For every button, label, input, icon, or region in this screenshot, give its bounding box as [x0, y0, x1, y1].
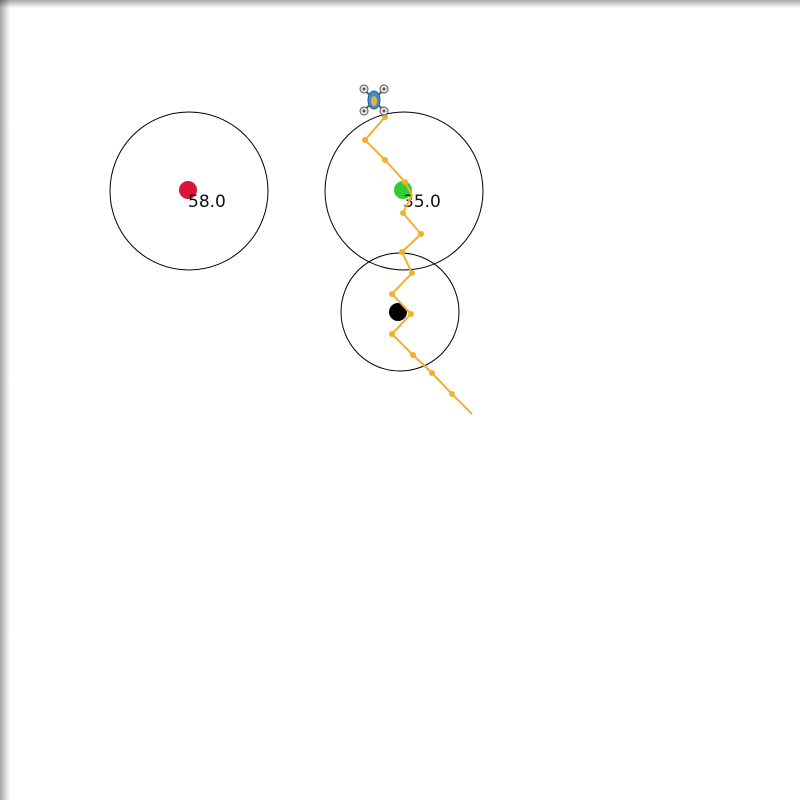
zone-green: 35.0	[324, 111, 484, 271]
zone-red-value-label: 58.0	[188, 192, 226, 212]
zone-black	[340, 252, 460, 372]
waypoint	[382, 157, 388, 163]
waypoint	[400, 210, 406, 216]
flight-path-waypoints	[362, 114, 455, 397]
zone-black-center-dot	[389, 303, 407, 321]
zone-green-boundary	[324, 111, 484, 271]
waypoint	[449, 391, 455, 397]
zone-green-value-label: 35.0	[403, 192, 441, 212]
waypoint	[409, 270, 415, 276]
flight-path-line	[363, 116, 473, 415]
waypoint	[399, 249, 405, 255]
zone-red-boundary	[109, 111, 269, 271]
waypoint	[382, 114, 388, 120]
waypoint	[410, 352, 416, 358]
flight-path	[362, 114, 473, 415]
waypoint	[362, 137, 368, 143]
waypoint	[389, 331, 395, 337]
waypoint	[389, 291, 395, 297]
waypoint	[402, 179, 408, 185]
zone-red-center-dot	[179, 181, 197, 199]
quadcopter-drone-icon	[359, 84, 389, 116]
waypoint	[408, 311, 414, 317]
waypoint	[418, 231, 424, 237]
zone-red: 58.0	[109, 111, 269, 271]
waypoint	[429, 370, 435, 376]
